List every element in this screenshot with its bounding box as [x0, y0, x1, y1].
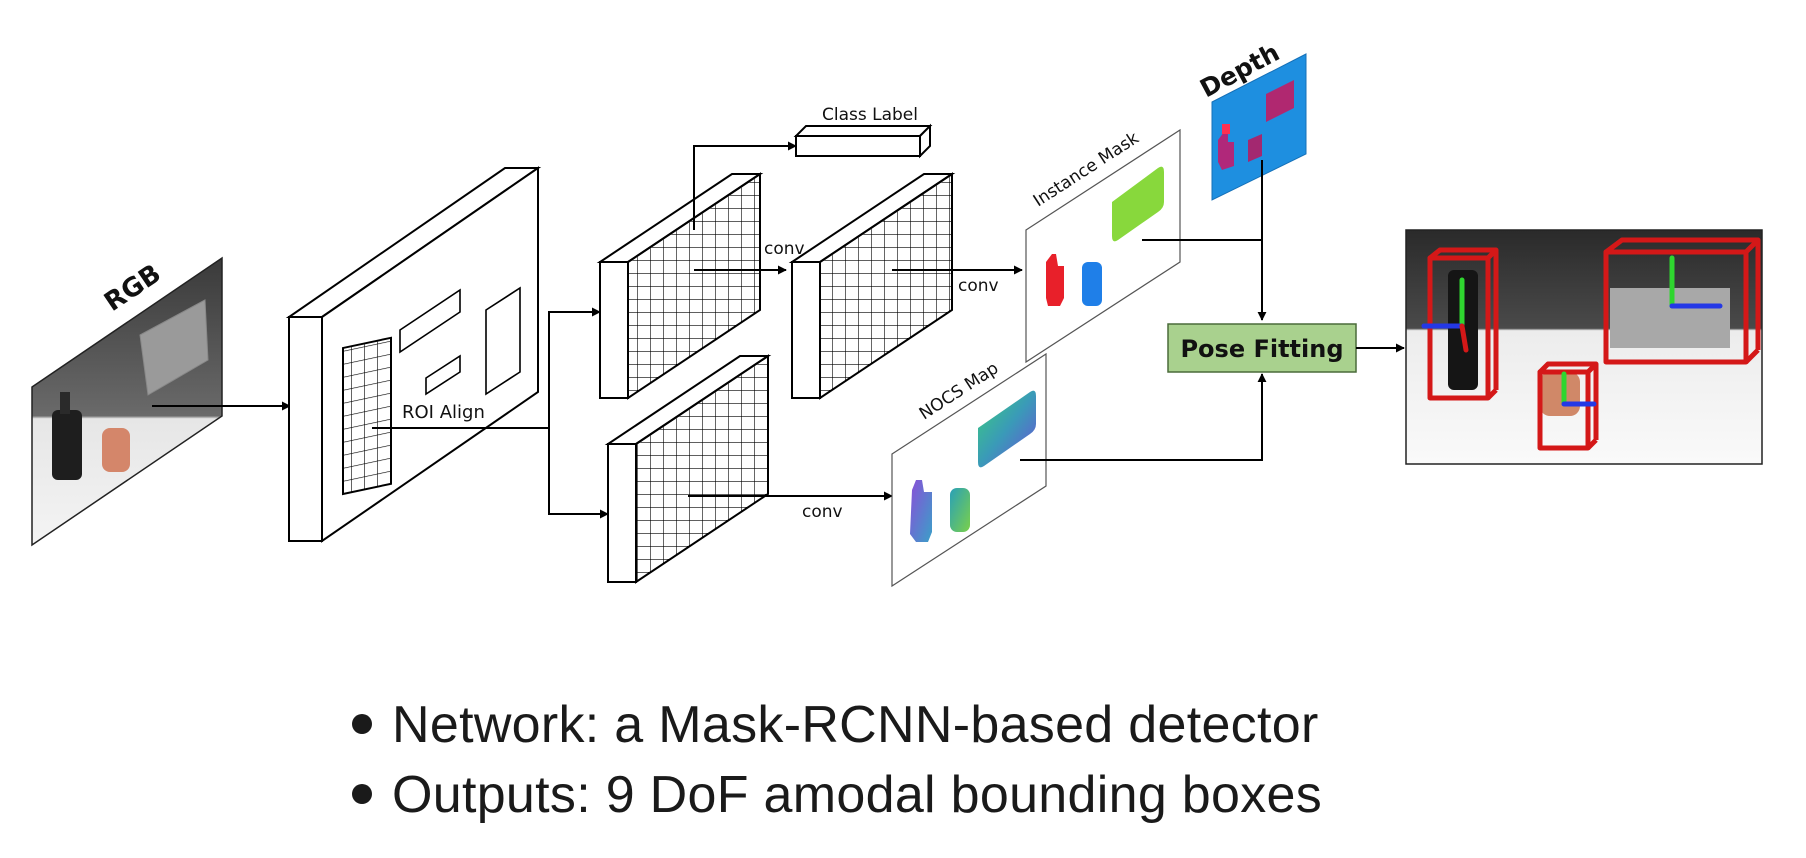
conv-label-3: conv [802, 502, 843, 522]
pose-result-image [1405, 229, 1763, 465]
class-label-box [793, 123, 933, 159]
bullet-dot [352, 714, 372, 735]
mask-red-shape [1046, 254, 1064, 306]
nocs-laptop-shape [978, 390, 1036, 468]
depth-image [1211, 53, 1307, 201]
mask-head-feature-2 [788, 172, 956, 400]
class-label-text: Class Label [822, 105, 918, 125]
backbone-feature-map [285, 166, 542, 543]
bullet-outputs-text: Outputs: 9 DoF amodal bounding boxes [392, 766, 1323, 824]
pose-fitting-label: Pose Fitting [1180, 335, 1343, 363]
bullet-dot [352, 784, 372, 805]
mask-blue-shape [1082, 262, 1102, 306]
bullet-outputs: Outputs: 9 DoF amodal bounding boxes [352, 760, 1322, 830]
nocs-map-image [891, 352, 1047, 588]
roi-align-label: ROI Align [402, 402, 485, 423]
instance-mask-image [1025, 128, 1181, 364]
branch-connectors [372, 307, 609, 519]
backbone-rois [399, 286, 521, 396]
conv-label-2: conv [958, 276, 999, 296]
mask-head-feature-1 [596, 172, 764, 400]
nocs-bottle-shape [910, 480, 932, 542]
nocs-head-feature [604, 354, 772, 584]
conv-label-1: conv [764, 239, 805, 259]
rgb-image [31, 256, 223, 547]
bullet-network: Network: a Mask-RCNN-based detector [352, 690, 1322, 760]
arrow-to-class-label [693, 141, 797, 230]
pose-fitting-connectors [1020, 160, 1267, 461]
mask-green-shape [1112, 166, 1164, 242]
bullet-network-text: Network: a Mask-RCNN-based detector [392, 696, 1319, 754]
summary-bullets: Network: a Mask-RCNN-based detector Outp… [352, 690, 1322, 830]
nocs-mug-shape [950, 488, 970, 532]
